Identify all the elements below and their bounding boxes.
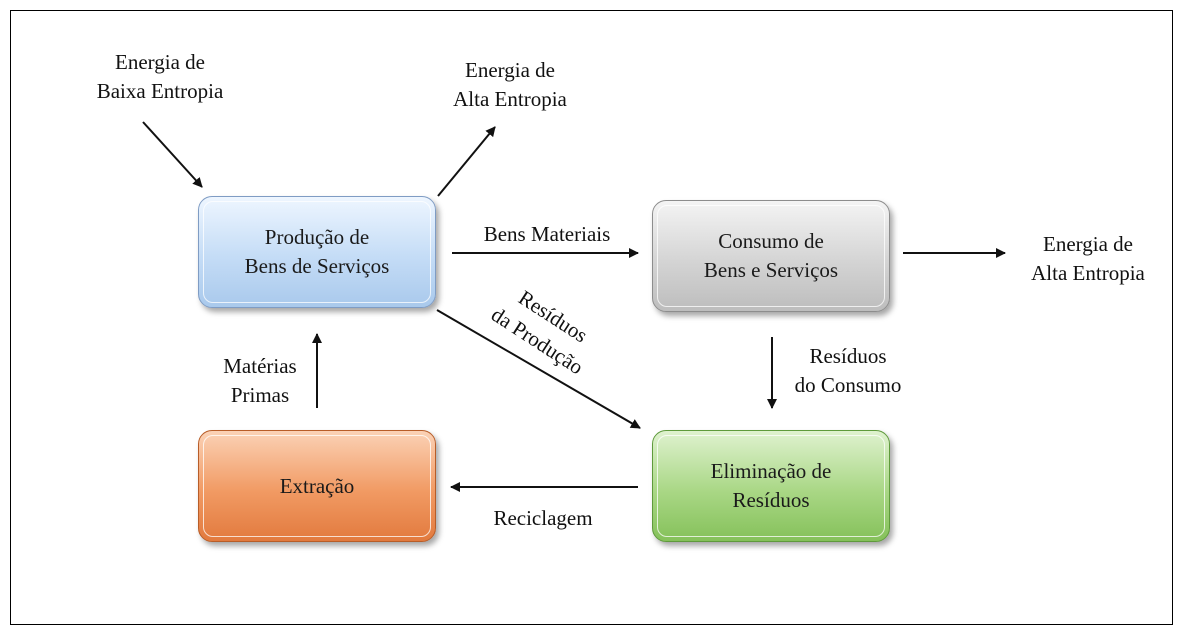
label-energia-baixa-entropia: Energia de Baixa Entropia xyxy=(96,50,224,103)
label-energia-alta-entropia-top: Energia de Alta Entropia xyxy=(453,58,567,111)
arrow-producao-to-alta-entropia xyxy=(437,126,496,197)
label-bens-materiais: Bens Materiais xyxy=(483,222,611,246)
node-producao-line2: Bens de Serviços xyxy=(244,254,390,278)
label-reciclagem: Reciclagem xyxy=(493,506,593,530)
label-materias-primas: Matérias Primas xyxy=(223,354,297,407)
node-consumo-line1: Consumo de xyxy=(718,229,824,253)
diagram-frame xyxy=(10,10,1173,625)
node-extracao: Extração xyxy=(198,430,436,542)
node-producao: Produção de Bens de Serviços xyxy=(198,196,436,308)
arrow-producao-to-eliminacao xyxy=(436,309,641,429)
arrow-baixa-entropia-to-producao xyxy=(142,121,203,188)
node-extracao-line1: Extração xyxy=(279,473,355,498)
node-consumo: Consumo de Bens e Serviços xyxy=(652,200,890,312)
node-eliminacao-line2: Resíduos xyxy=(732,488,810,512)
node-eliminacao: Eliminação de Resíduos xyxy=(652,430,890,542)
node-producao-line1: Produção de xyxy=(264,225,370,249)
node-eliminacao-line1: Eliminação de xyxy=(710,459,832,483)
node-consumo-line2: Bens e Serviços xyxy=(703,258,839,282)
label-energia-alta-entropia-right: Energia de Alta Entropia xyxy=(1031,232,1145,285)
label-residuos-consumo: Resíduos do Consumo xyxy=(794,344,902,397)
